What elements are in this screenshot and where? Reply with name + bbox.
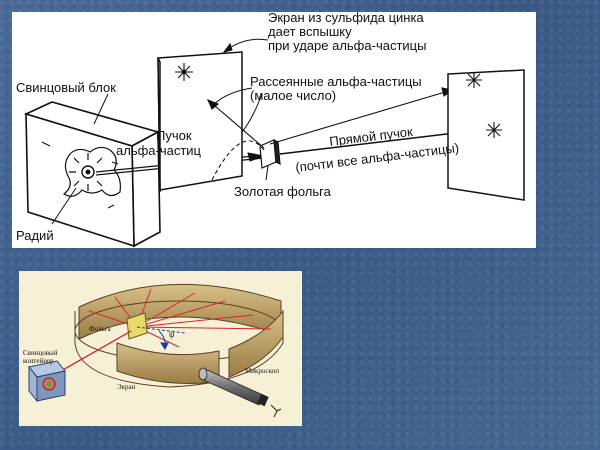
container-label-line1: Свинцовый [23, 349, 58, 357]
radium-source [69, 153, 103, 191]
screen-label-line3: при ударе альфа-частицы [268, 38, 426, 53]
flash-icon [175, 63, 193, 81]
rutherford-setup-diagram: Экран из сульфида цинка дает вспышку при… [12, 12, 536, 248]
leader-lines [51, 38, 269, 225]
microscope-label: Микроскоп [245, 367, 279, 375]
radium-label: Радий [16, 228, 54, 243]
beam-label-line1: Пучок [156, 128, 192, 143]
angle-label: ψ [169, 329, 175, 339]
scattered-label-line2: (малое число) [250, 88, 336, 103]
foil-label: Фольга [89, 325, 111, 333]
gold-foil-label: Золотая фольга [234, 184, 332, 199]
direct-beam-label-line1: Прямой пучок [329, 124, 414, 149]
geiger-marsden-apparatus-diagram: Фольга ψ Свинцовый контейнер Экран Микро… [19, 271, 302, 426]
beam-label-line2: альфа-частиц [116, 143, 202, 158]
apparatus-drawing: Фольга ψ Свинцовый контейнер Экран Микро… [23, 283, 284, 418]
screen-label: Экран [117, 383, 136, 391]
container-label-line2: контейнер [23, 357, 54, 365]
direct-beam-label-line2: (почти все альфа-частицы) [295, 140, 460, 175]
scattering-angle-marker [136, 326, 186, 350]
far-screen [447, 69, 525, 201]
lead-block-label: Свинцовый блок [16, 80, 116, 95]
microscope [198, 367, 282, 418]
lead-container [28, 360, 66, 403]
lead-block [23, 101, 161, 248]
screen-label-line1: Экран из сульфида цинка [268, 12, 424, 25]
gold-foil [259, 138, 281, 169]
screen-label-line2: дает вспышку [268, 24, 352, 39]
scattered-label-line1: Рассеянные альфа-частицы [250, 74, 422, 89]
cylindrical-screen [74, 283, 284, 388]
flash-icon [466, 72, 502, 138]
setup-diagram-drawing: Экран из сульфида цинка дает вспышку при… [16, 12, 525, 248]
first-screen [157, 51, 243, 192]
